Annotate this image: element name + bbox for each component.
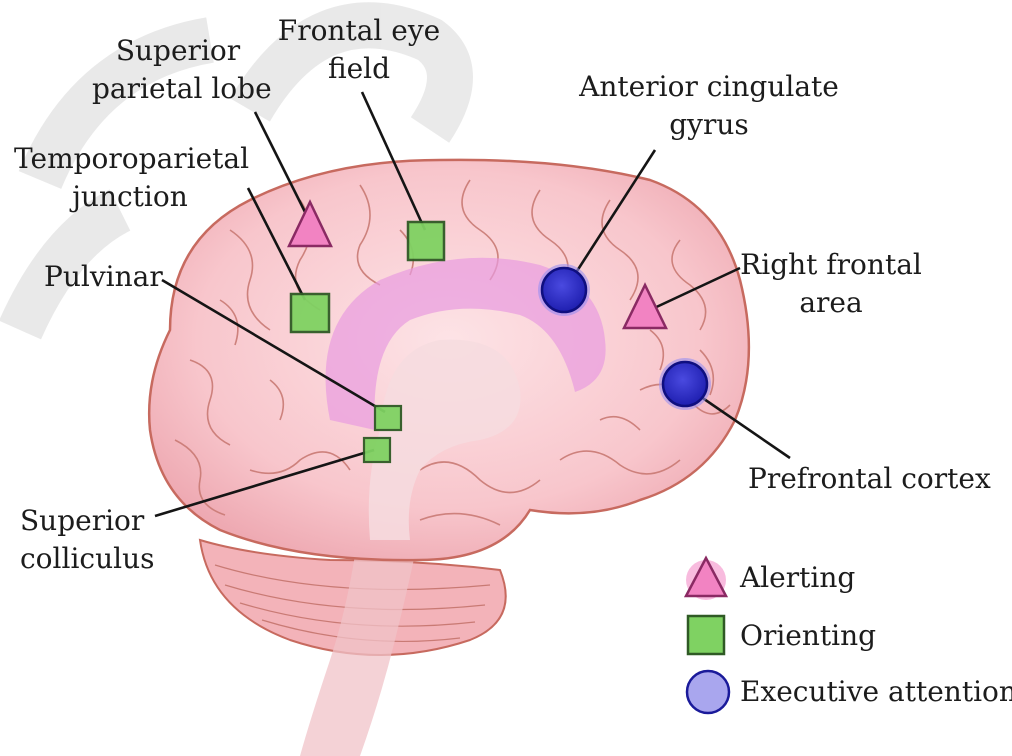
leader-pulvinar (161, 278, 386, 414)
gyri-lines (174, 179, 731, 526)
cingulate-region (325, 257, 606, 430)
executive-marker-anterior-cingulate (538, 264, 590, 316)
midline-structure (368, 339, 521, 540)
square-icon (686, 614, 726, 656)
legend-item-orienting: Orienting (682, 610, 876, 660)
executive-marker-prefrontal (659, 358, 711, 410)
orienting-marker-pulvinar (373, 404, 403, 432)
circle-icon (685, 669, 731, 715)
orienting-marker-temporoparietal (289, 292, 331, 334)
label-anterior-cingulate-gyrus: Anterior cingulate gyrus (579, 70, 839, 141)
alerting-marker-superior-parietal (287, 199, 333, 248)
orienting-marker-frontal-eye (406, 220, 446, 262)
legend-item-executive-attention: Executive attention (682, 666, 1012, 716)
alerting-marker-right-frontal (621, 282, 669, 330)
leader-right-frontal (649, 266, 741, 312)
leader-lines (154, 91, 791, 518)
label-superior-colliculus: Superior colliculus (20, 504, 155, 575)
label-pulvinar: Pulvinar (44, 260, 163, 293)
leader-temporoparietal (246, 187, 307, 301)
legend-item-alerting: Alerting (682, 552, 855, 602)
legend-label-alerting: Alerting (740, 560, 856, 594)
watermark (0, 2, 473, 340)
label-superior-parietal-lobe: Superior parietal lobe (92, 34, 272, 105)
legend-label-orienting: Orienting (740, 618, 877, 652)
label-prefrontal-cortex: Prefrontal cortex (748, 462, 991, 495)
label-temporoparietal-junction: Temporoparietal junction (14, 142, 250, 213)
triangle-icon (683, 555, 729, 600)
leader-anterior-cingulate (566, 149, 657, 286)
label-right-frontal-area: Right frontal area (740, 248, 922, 319)
brainstem (300, 520, 420, 756)
leader-frontal-eye (360, 91, 427, 231)
leader-superior-colliculus (154, 448, 375, 518)
legend-label-executive-attention: Executive attention (740, 674, 1012, 708)
leader-superior-parietal (253, 111, 312, 223)
label-frontal-eye-field: Frontal eye field (277, 14, 441, 85)
orienting-marker-superior-colliculus (362, 436, 392, 464)
